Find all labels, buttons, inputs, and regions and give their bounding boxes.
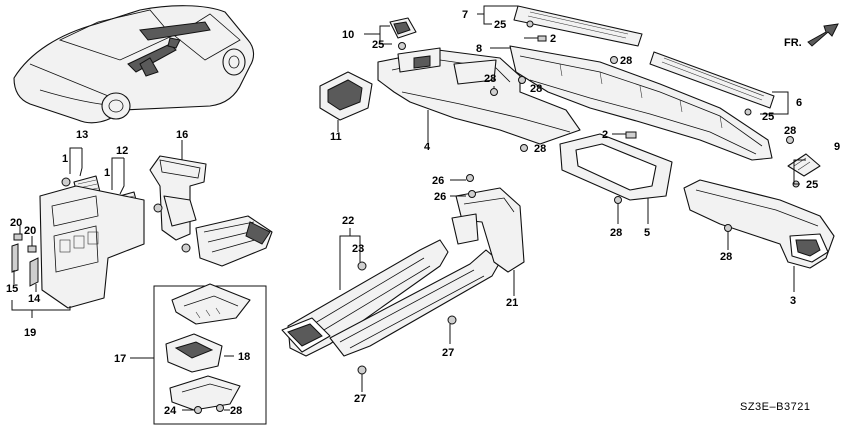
callout-9: 9 — [834, 141, 840, 153]
dash-duct-part-8 — [509, 45, 773, 161]
clip-14 — [29, 257, 39, 287]
callout-14: 14 — [28, 293, 41, 305]
callout-28: 28 — [534, 143, 546, 155]
screw-28f — [614, 196, 622, 204]
callout-26: 26 — [432, 175, 444, 187]
screw-25a — [398, 42, 406, 50]
callout-22: 22 — [342, 215, 354, 227]
callout-20: 20 — [24, 225, 36, 237]
clip-1a — [61, 177, 71, 187]
callout-23: 23 — [352, 243, 364, 255]
callout-28: 28 — [230, 405, 242, 417]
callout-28: 28 — [720, 251, 732, 263]
callout-21: 21 — [506, 297, 518, 309]
clip-20a — [13, 233, 23, 241]
clip-15 — [11, 243, 19, 273]
screw-28a — [490, 88, 498, 96]
main-duct-part-4 — [377, 47, 581, 145]
group-17-box — [153, 285, 267, 425]
floor-duct-joint — [451, 187, 525, 273]
front-direction-arrow — [807, 23, 839, 47]
callout-2: 2 — [550, 33, 556, 45]
clip-2b — [625, 131, 637, 139]
vent-frame-part-5 — [559, 133, 673, 201]
screw-28d — [520, 144, 528, 152]
leader-lines — [11, 5, 806, 411]
clip-27a — [447, 315, 457, 325]
callout-8: 8 — [476, 43, 482, 55]
callout-28: 28 — [530, 83, 542, 95]
screw-28e — [786, 136, 794, 144]
clip-26b — [468, 190, 476, 198]
screw-25b — [526, 20, 534, 28]
vent-part-10 — [389, 17, 417, 39]
callout-17: 17 — [114, 353, 126, 365]
callout-2: 2 — [602, 129, 608, 141]
callout-6: 6 — [796, 97, 802, 109]
side-duct-part-3 — [683, 179, 835, 269]
defroster-strip-part-6 — [649, 51, 775, 109]
screw-25c — [744, 108, 752, 116]
callout-10: 10 — [342, 29, 354, 41]
callout-26: 26 — [434, 191, 446, 203]
clip-27b — [357, 365, 367, 375]
callout-5: 5 — [644, 227, 650, 239]
callout-25: 25 — [762, 111, 774, 123]
callout-28: 28 — [784, 125, 796, 137]
callout-20: 20 — [10, 217, 22, 229]
callout-13: 13 — [76, 129, 88, 141]
rear-console-panel — [39, 185, 145, 309]
callout-labels: 10 25 7 25 2 8 28 28 28 6 25 11 4 2 28 2… — [6, 9, 840, 417]
side-vent-part-9 — [787, 153, 821, 177]
duct-part-17-lower — [169, 375, 241, 411]
duct-part-17-upper — [171, 283, 251, 325]
callout-12: 12 — [116, 145, 128, 157]
callout-16: 16 — [176, 129, 188, 141]
callout-4: 4 — [424, 141, 431, 153]
floor-duct-part-21 — [329, 249, 501, 357]
screw-28h — [216, 404, 224, 412]
callout-25: 25 — [806, 179, 818, 191]
callout-11: 11 — [330, 131, 342, 143]
heater-duct-assembly-16 — [149, 155, 273, 267]
callout-28: 28 — [610, 227, 622, 239]
clip-23 — [357, 261, 367, 271]
clip-20b — [27, 245, 37, 253]
callout-1: 1 — [62, 153, 68, 165]
front-direction-label: FR. — [784, 37, 802, 49]
clip-24 — [194, 406, 202, 414]
callout-27: 27 — [354, 393, 366, 405]
vehicle-overview-illustration — [13, 5, 255, 124]
diagram-code: SZ3E–B3721 — [740, 401, 810, 413]
callout-25: 25 — [372, 39, 384, 51]
clip-2a — [537, 35, 547, 42]
defroster-strip-part-7 — [513, 5, 643, 47]
vent-part-11 — [319, 71, 373, 121]
screw-28g — [724, 224, 732, 232]
callout-28: 28 — [620, 55, 632, 67]
callout-28: 28 — [484, 73, 496, 85]
callout-24: 24 — [164, 405, 177, 417]
callout-25: 25 — [494, 19, 506, 31]
callout-27: 27 — [442, 347, 454, 359]
screw-28b — [518, 76, 526, 84]
screw-28c — [610, 56, 618, 64]
callout-1: 1 — [104, 167, 110, 179]
clip-26a — [466, 174, 474, 182]
callout-18: 18 — [238, 351, 250, 363]
callout-3: 3 — [790, 295, 796, 307]
callout-7: 7 — [462, 9, 468, 21]
callout-15: 15 — [6, 283, 18, 295]
floor-duct-part-22 — [281, 239, 449, 357]
vent-part-18 — [165, 333, 223, 373]
callout-19: 19 — [24, 327, 36, 339]
